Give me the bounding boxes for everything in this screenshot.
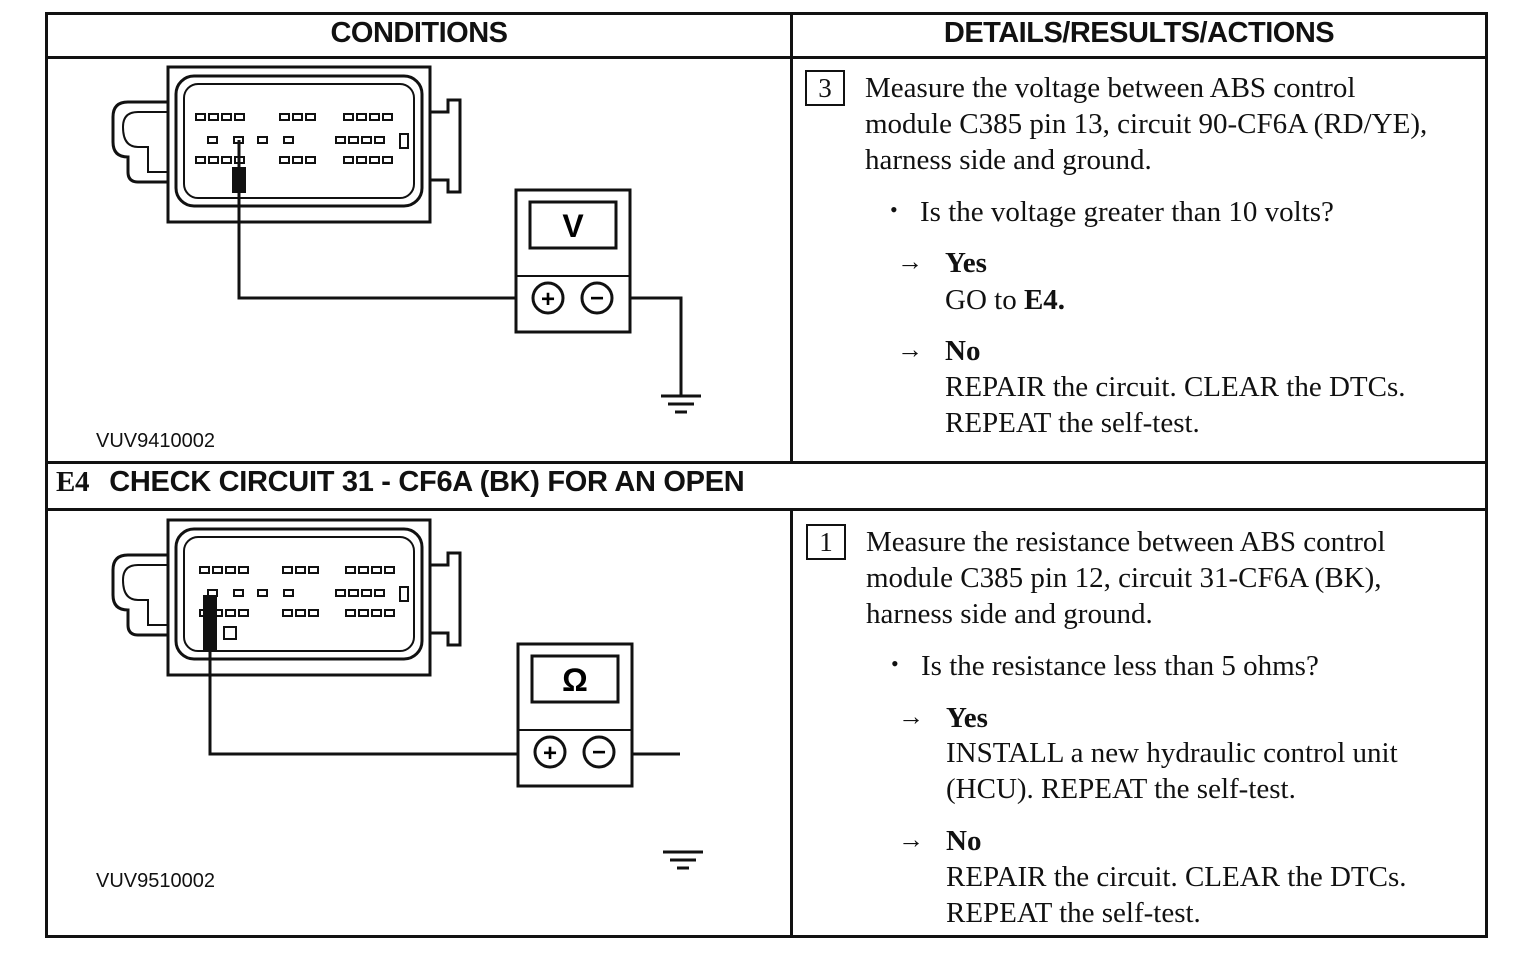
step1-instruction-line-3: harness side and ground.: [866, 598, 1153, 630]
no-label: No: [945, 335, 981, 367]
arrow-icon: →: [898, 825, 924, 854]
step3-instruction-line-2: module C385 pin 13, circuit 90-CF6A (RD/…: [865, 108, 1428, 140]
minus-terminal: [580, 281, 614, 315]
section-e4-title: E4 CHECK CIRCUIT 31 - CF6A (BK) FOR AN OP…: [56, 466, 745, 499]
figure-id-label: VUV9510002: [96, 870, 215, 892]
bullet-icon: •: [890, 197, 898, 222]
ground-icon: [663, 850, 703, 870]
minus-terminal: [582, 735, 616, 769]
header-divider: [45, 56, 1488, 59]
plus-terminal: [533, 735, 567, 769]
column-divider: [790, 12, 793, 463]
no-label: No: [946, 825, 982, 857]
yes-action-prefix: GO to: [945, 284, 1024, 316]
yes-label: Yes: [946, 702, 988, 734]
svg-text:−: −: [590, 285, 604, 312]
svg-text:−: −: [592, 739, 606, 766]
yes-action-line-2: (HCU). REPEAT the self-test.: [946, 773, 1296, 805]
yes-label: Yes: [945, 247, 987, 279]
no-action-line-1: REPAIR the circuit. CLEAR the DTCs.: [946, 861, 1407, 893]
test-leads: [237, 140, 683, 395]
step1-instruction-line-2: module C385 pin 12, circuit 31-CF6A (BK)…: [866, 562, 1382, 594]
figure-id-label: VUV9410002: [96, 430, 215, 452]
section-title-text: CHECK CIRCUIT 31 - CF6A (BK) FOR AN OPEN: [109, 466, 745, 498]
multimeter-icon: Ω + −: [516, 642, 634, 788]
step-number-box: 1: [806, 524, 846, 560]
yes-action: GO to E4.: [945, 282, 1065, 318]
ground-icon: [661, 394, 701, 414]
column-divider-lower: [790, 510, 793, 938]
step3-instruction-line-1: Measure the voltage between ABS control: [865, 72, 1356, 104]
multimeter-icon: V + −: [514, 188, 632, 334]
test-leads: [208, 630, 680, 756]
step-number-box: 3: [805, 70, 845, 106]
svg-text:+: +: [541, 286, 555, 313]
step1-question: Is the resistance less than 5 ohms?: [921, 650, 1319, 682]
section-divider-top: [45, 461, 1488, 464]
arrow-icon: →: [897, 247, 923, 276]
no-action-line-2: REPEAT the self-test.: [945, 407, 1200, 439]
arrow-icon: →: [898, 702, 924, 731]
details-header: DETAILS/RESULTS/ACTIONS: [943, 17, 1335, 49]
step1-instruction-line-1: Measure the resistance between ABS contr…: [866, 526, 1386, 558]
bullet-icon: •: [891, 651, 899, 676]
section-divider-bottom: [45, 508, 1488, 511]
yes-action-line-1: INSTALL a new hydraulic control unit: [946, 737, 1398, 769]
connector-icon: [111, 518, 462, 677]
svg-text:Ω: Ω: [562, 662, 588, 698]
conditions-header: CONDITIONS: [330, 17, 508, 49]
step3-instruction-line-3: harness side and ground.: [865, 144, 1152, 176]
arrow-icon: →: [897, 335, 923, 364]
connector-icon: [111, 65, 462, 224]
procedure-table: [45, 12, 1488, 938]
no-action-line-2: REPEAT the self-test.: [946, 897, 1201, 929]
goto-target-link[interactable]: E4.: [1023, 284, 1066, 316]
plus-terminal: [531, 281, 565, 315]
svg-text:V: V: [562, 208, 584, 244]
section-code: E4: [56, 466, 90, 498]
svg-text:+: +: [543, 740, 557, 767]
no-action-line-1: REPAIR the circuit. CLEAR the DTCs.: [945, 371, 1406, 403]
step3-question: Is the voltage greater than 10 volts?: [920, 196, 1334, 228]
